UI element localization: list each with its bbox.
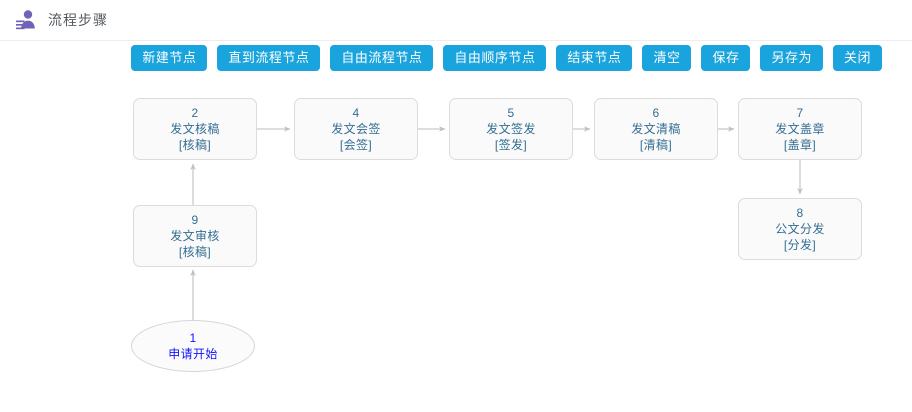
toolbar-button-free-sequence-node[interactable]: 自由顺序节点 [443,45,547,71]
flow-node-role: [会签] [339,138,373,152]
flow-node-7[interactable]: 7 发文盖章 [盖章] [738,98,862,160]
toolbar: 新建节点直到流程节点自由流程节点自由顺序节点结束节点清空保存另存为关闭 [0,45,912,75]
toolbar-button-direct-flow-node[interactable]: 直到流程节点 [217,45,321,71]
flow-node-1[interactable]: 1 申请开始 [131,320,255,372]
toolbar-button-clear[interactable]: 清空 [642,45,692,71]
flow-node-name: 发文签发 [486,122,536,136]
flow-node-name: 申请开始 [168,347,218,361]
flow-node-role: [签发] [494,138,528,152]
flow-node-id: 6 [652,106,660,120]
flow-node-role: [清稿] [639,138,673,152]
page-title: 流程步骤 [48,12,108,28]
flow-node-6[interactable]: 6 发文清稿 [清稿] [594,98,718,160]
flow-node-id: 4 [352,106,360,120]
panel-header: 流程步骤 [0,0,912,41]
toolbar-button-new-node[interactable]: 新建节点 [131,45,208,71]
flow-node-id: 7 [796,106,804,120]
flow-node-8[interactable]: 8 公文分发 [分发] [738,198,862,260]
toolbar-button-save-as[interactable]: 另存为 [760,45,823,71]
flow-node-5[interactable]: 5 发文签发 [签发] [449,98,573,160]
flow-canvas[interactable]: 1 申请开始 9 发文审核 [核稿] 2 发文核稿 [核稿] 4 发文会签 [会签] 5 发文签发 [签发… [0,80,912,412]
flow-node-4[interactable]: 4 发文会签 [会签] [294,98,418,160]
flow-node-name: 发文盖章 [775,122,825,136]
toolbar-button-end-node[interactable]: 结束节点 [556,45,633,71]
flow-node-role: [盖章] [783,138,817,152]
flow-node-id: 1 [189,331,197,345]
flow-node-name: 公文分发 [775,222,825,236]
flow-node-name: 发文会签 [331,122,381,136]
flow-node-name: 发文清稿 [631,122,681,136]
flow-node-id: 8 [796,206,804,220]
toolbar-button-save[interactable]: 保存 [701,45,751,71]
flow-node-id: 5 [507,106,515,120]
flow-node-2[interactable]: 2 发文核稿 [核稿] [133,98,257,160]
flow-node-id: 2 [191,106,199,120]
toolbar-button-close[interactable]: 关闭 [832,45,882,71]
flow-node-role: [分发] [783,238,817,252]
flow-node-name: 发文核稿 [170,122,220,136]
flow-node-role: [核稿] [178,245,212,259]
flow-node-name: 发文审核 [170,229,220,243]
flow-node-role: [核稿] [178,138,212,152]
flow-node-9[interactable]: 9 发文审核 [核稿] [133,205,257,267]
toolbar-button-free-flow-node[interactable]: 自由流程节点 [330,45,434,71]
user-list-icon [16,10,35,30]
flow-node-id: 9 [191,213,199,227]
